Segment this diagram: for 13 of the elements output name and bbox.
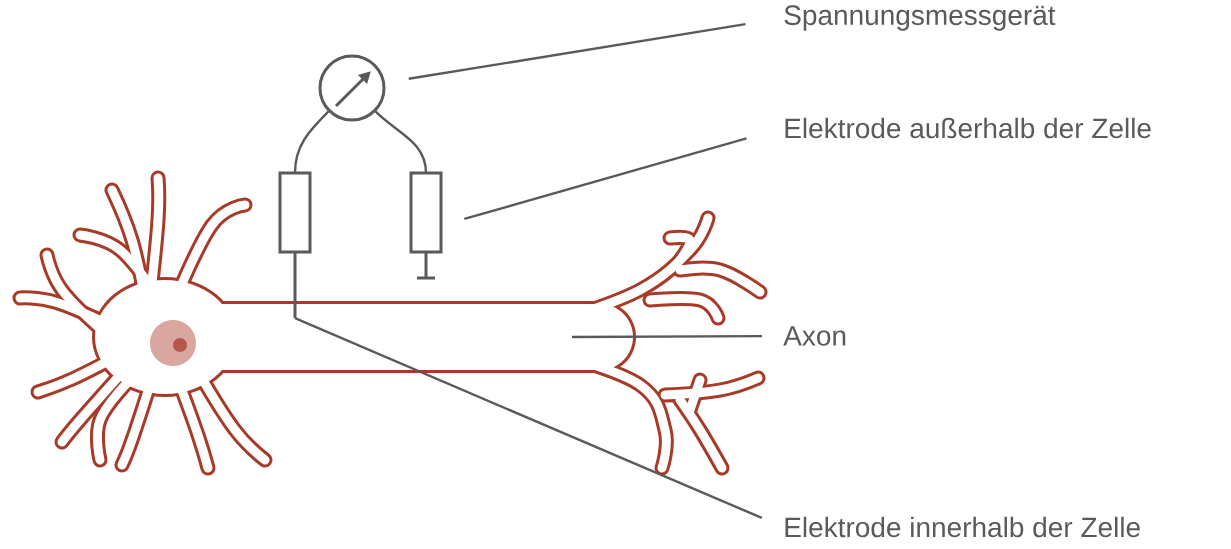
wire [374, 110, 428, 173]
leader-line [294, 317, 763, 520]
label-text: Spannungsmessgerät [784, 5, 1056, 31]
voltmeter-drawing [318, 54, 386, 122]
leader-line [408, 22, 746, 80]
electrode-drawing [409, 171, 443, 280]
leader-line [572, 334, 762, 339]
wire [293, 110, 330, 173]
label-text: Elektrode innerhalb der Zelle [785, 516, 1140, 538]
label-text: Axon [783, 326, 846, 346]
electrode-drawing [278, 171, 312, 318]
leader-line [463, 137, 747, 221]
label-text: Elektrode außerhalb der Zelle [785, 117, 1151, 139]
